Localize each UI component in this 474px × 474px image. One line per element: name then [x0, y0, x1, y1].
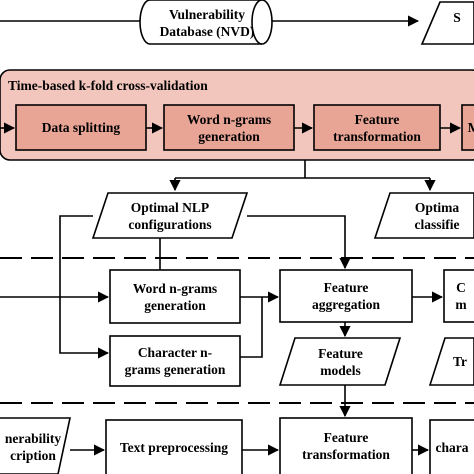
middle-boxes	[109, 269, 474, 387]
optimal-shapes	[91, 192, 474, 239]
bottom-left-shape	[0, 417, 71, 474]
text-preprocessing-box	[105, 419, 243, 474]
cv-output-arrows	[169, 160, 436, 192]
feature-aggregation-box	[279, 269, 413, 323]
optimal-classifier-shape	[373, 192, 474, 239]
top-row	[0, 0, 474, 45]
database-cylinder-edge	[251, 0, 263, 45]
feature-transformation-bottom-box	[279, 417, 413, 474]
cv-step-label-3: Feature transformation	[333, 111, 421, 144]
cv-step-label-2: Word n-grams generation	[186, 111, 272, 144]
right-partial-parallelogram-label: Tr	[453, 354, 467, 369]
word-ngrams-box	[109, 269, 241, 324]
separators	[0, 257, 474, 404]
char-to-aggregation-line	[240, 297, 263, 358]
cv-step-label-4: M	[462, 105, 474, 150]
cv-step-feature-transformation	[313, 104, 441, 151]
cv-step-word-ngrams	[163, 104, 295, 151]
top-right-parallelogram	[420, 1, 474, 45]
word-ngrams-label: Word n-grams generation	[132, 280, 218, 313]
bottom-right-partial-label: chara	[435, 439, 469, 455]
optimal-classifier-label: Optima classifie	[414, 199, 460, 232]
cv-title: Time-based k-fold cross-validation	[8, 77, 208, 93]
char-ngrams-label: Character n- grams generation	[124, 345, 226, 377]
top-right-partial-label: S	[453, 9, 461, 25]
optimal-nlp-shape	[91, 192, 249, 239]
middle-connectors	[0, 215, 444, 418]
right-partial-label: C m	[455, 280, 467, 312]
cv-step-data-splitting	[15, 104, 147, 151]
nlp-to-char-arrow	[59, 215, 110, 359]
nlp-to-aggregation-arrow	[247, 215, 351, 270]
cv-step-partial	[461, 104, 474, 151]
optimal-nlp-label: Optimal NLP configurations	[128, 199, 212, 232]
char-ngrams-box	[109, 335, 241, 387]
feature-models-label: Feature models	[318, 345, 363, 378]
right-partial-box	[443, 269, 474, 323]
text-preprocessing-label: Text preprocessing	[119, 439, 229, 455]
feature-aggregation-label: Feature aggregation	[312, 280, 380, 312]
cv-group	[0, 69, 474, 161]
feature-transformation-bottom-label: Feature transformation	[302, 430, 390, 462]
bottom-right-partial-box	[429, 419, 474, 474]
cv-step-label-1: Data splitting	[41, 120, 121, 135]
bottom-row	[0, 417, 474, 474]
bottom-left-label: nerability cription	[4, 431, 62, 463]
feature-models-shape	[278, 337, 402, 386]
right-partial-parallelogram	[428, 337, 474, 386]
database-label: Vulnerability Database (NVD)	[159, 7, 255, 39]
